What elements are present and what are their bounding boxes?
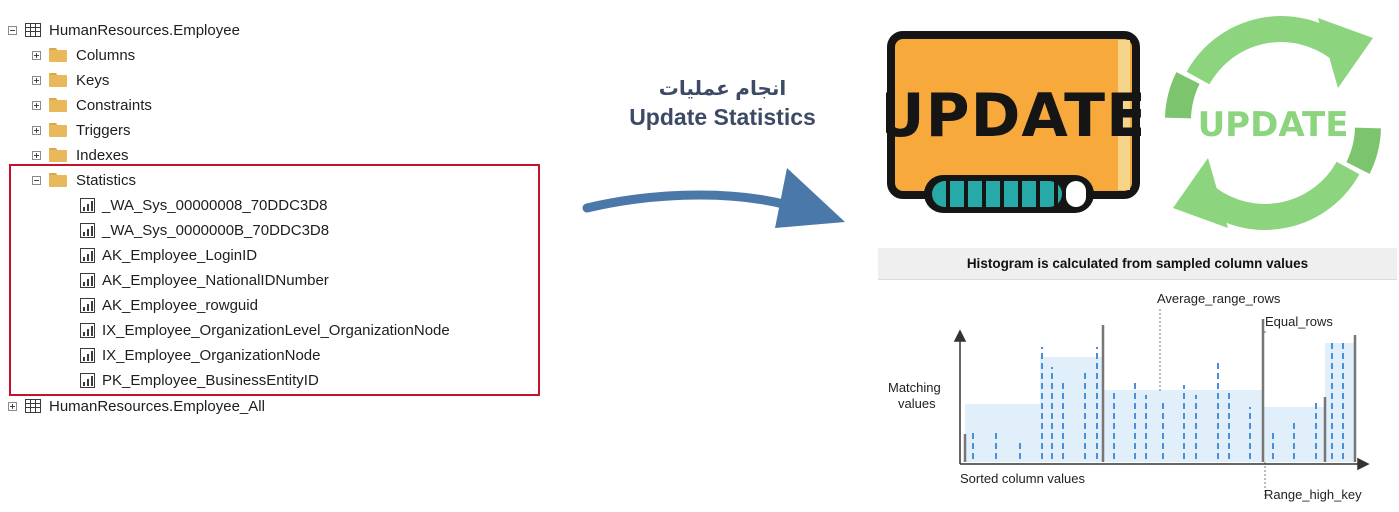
- expand-icon[interactable]: [8, 401, 17, 411]
- label-average-range-rows: Average_range_rows: [1157, 291, 1281, 306]
- refresh-update-icon: UPDATE: [1165, 16, 1381, 230]
- statistics-item[interactable]: PK_Employee_BusinessEntityID: [80, 368, 319, 392]
- folder-label[interactable]: Constraints: [76, 96, 152, 114]
- folder-icon: [49, 48, 67, 62]
- folder-label[interactable]: Indexes: [76, 146, 129, 164]
- statistics-item-label[interactable]: IX_Employee_OrganizationLevel_Organizati…: [102, 321, 450, 339]
- tree-node-keys[interactable]: Keys: [32, 68, 109, 92]
- refresh-update-text: UPDATE: [1198, 105, 1349, 145]
- expand-icon[interactable]: [32, 150, 41, 160]
- statistics-item-label[interactable]: _WA_Sys_0000000B_70DDC3D8: [102, 221, 330, 239]
- statistics-icon: [80, 297, 95, 313]
- statistics-item[interactable]: IX_Employee_OrganizationLevel_Organizati…: [80, 318, 450, 342]
- collapse-icon[interactable]: [8, 25, 17, 35]
- caption-persian: انجام عملیات: [658, 78, 787, 100]
- statistics-item-label[interactable]: _WA_Sys_00000008_70DDC3D8: [102, 196, 328, 214]
- statistics-highlight-box: [9, 164, 540, 396]
- statistics-icon: [80, 272, 95, 288]
- arrow-icon: [582, 168, 845, 228]
- statistics-item-label[interactable]: PK_Employee_BusinessEntityID: [102, 371, 319, 389]
- folder-icon: [49, 148, 67, 162]
- histogram-figure: Histogram is calculated from sampled col…: [878, 248, 1397, 510]
- tree-node-columns[interactable]: Columns: [32, 43, 135, 67]
- caption: انجام عملیات Update Statistics: [590, 76, 855, 132]
- histogram-plot: [953, 309, 1370, 499]
- update-device-text: UPDATE: [886, 81, 1141, 151]
- statistics-icon: [80, 322, 95, 338]
- folder-label[interactable]: Statistics: [76, 171, 137, 189]
- collapse-icon[interactable]: [32, 175, 41, 185]
- tree-node-table-employee-all[interactable]: HumanResources.Employee_All: [8, 394, 265, 418]
- statistics-icon: [80, 222, 95, 238]
- folder-label[interactable]: Keys: [76, 71, 110, 89]
- tree-node-constraints[interactable]: Constraints: [32, 93, 152, 117]
- table-icon: [25, 23, 41, 37]
- statistics-icon: [80, 247, 95, 263]
- statistics-icon: [80, 347, 95, 363]
- folder-label[interactable]: Triggers: [76, 121, 131, 139]
- folder-icon: [49, 123, 67, 137]
- table-icon: [25, 399, 41, 413]
- tree-node-indexes[interactable]: Indexes: [32, 143, 129, 167]
- tree-node-table[interactable]: HumanResources.Employee: [8, 18, 240, 42]
- statistics-item-label[interactable]: AK_Employee_rowguid: [102, 296, 258, 314]
- table-name[interactable]: HumanResources.Employee: [49, 21, 240, 39]
- update-device-icon: UPDATE: [886, 31, 1141, 213]
- table-name[interactable]: HumanResources.Employee_All: [49, 397, 265, 415]
- statistics-item[interactable]: AK_Employee_rowguid: [80, 293, 258, 317]
- folder-icon: [49, 173, 67, 187]
- histogram-title: Histogram is calculated from sampled col…: [878, 248, 1397, 280]
- statistics-item[interactable]: _WA_Sys_0000000B_70DDC3D8: [80, 218, 329, 242]
- folder-label[interactable]: Columns: [76, 46, 136, 64]
- statistics-item-label[interactable]: IX_Employee_OrganizationNode: [102, 346, 321, 364]
- expand-icon[interactable]: [32, 125, 41, 135]
- statistics-icon: [80, 197, 95, 213]
- statistics-item[interactable]: AK_Employee_NationalIDNumber: [80, 268, 329, 292]
- label-range-high-key: Range_high_key: [1264, 487, 1362, 502]
- folder-icon: [49, 98, 67, 112]
- label-values: values: [898, 396, 936, 411]
- expand-icon[interactable]: [32, 75, 41, 85]
- statistics-item-label[interactable]: AK_Employee_NationalIDNumber: [102, 271, 329, 289]
- statistics-icon: [80, 372, 95, 388]
- statistics-item[interactable]: AK_Employee_LoginID: [80, 243, 257, 267]
- statistics-item[interactable]: IX_Employee_OrganizationNode: [80, 343, 320, 367]
- tree-node-triggers[interactable]: Triggers: [32, 118, 130, 142]
- expand-icon[interactable]: [32, 50, 41, 60]
- label-equal-rows: Equal_rows: [1265, 314, 1333, 329]
- statistics-item-label[interactable]: AK_Employee_LoginID: [102, 246, 258, 264]
- caption-english: Update Statistics: [629, 104, 816, 130]
- label-sorted-column-values: Sorted column values: [960, 471, 1086, 486]
- folder-icon: [49, 73, 67, 87]
- tree-node-statistics[interactable]: Statistics: [32, 168, 136, 192]
- statistics-item[interactable]: _WA_Sys_00000008_70DDC3D8: [80, 193, 327, 217]
- object-explorer-tree: HumanResources.Employee Columns Keys Con…: [0, 0, 560, 430]
- label-matching: Matching: [888, 380, 941, 395]
- expand-icon[interactable]: [32, 100, 41, 110]
